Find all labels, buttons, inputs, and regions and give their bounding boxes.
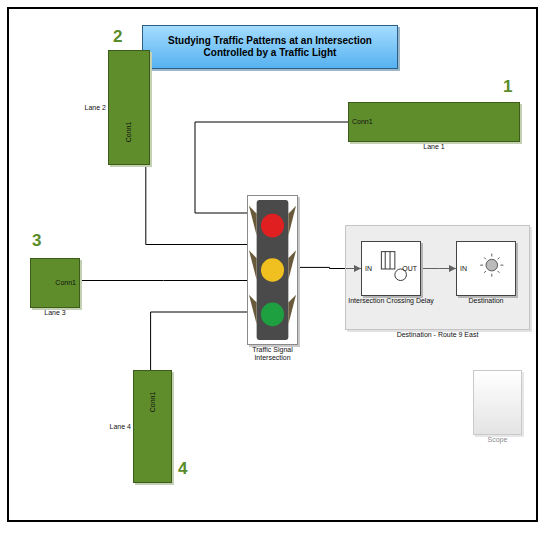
sink-block: INDestination [456, 241, 516, 296]
block-label: Scope [468, 436, 528, 444]
block-label: Traffic Signal Intersection [237, 346, 309, 363]
block-label: Lane 4 [110, 422, 131, 430]
port-label: Conn1 [125, 122, 133, 143]
lane-block: Conn1Lane 1 [348, 102, 520, 142]
callout-number: 1 [503, 78, 512, 95]
lane-block: Conn1Lane 3 [30, 258, 80, 308]
lane-block: Conn1Lane 4 [133, 370, 172, 483]
block-label: Lane 3 [44, 309, 65, 317]
callout-number: 2 [113, 28, 122, 45]
port-label: Conn1 [352, 118, 373, 126]
title-text: Studying Traffic Patterns at an Intersec… [151, 35, 389, 60]
scope-block: Scope [473, 370, 522, 435]
traffic-light: Traffic Signal Intersection [247, 195, 298, 345]
port-label: OUT [402, 264, 417, 272]
title-box: Studying Traffic Patterns at an Intersec… [142, 25, 398, 69]
port-label: Conn1 [55, 279, 76, 287]
block-label: Lane 1 [423, 143, 444, 151]
port-label: IN [460, 264, 467, 272]
connector-line [80, 280, 247, 281]
port-label: Conn1 [148, 392, 156, 413]
traffic-light-icon [248, 196, 297, 344]
subsystem-area: Destination - Route 9 EastINOUTIntersect… [345, 225, 530, 330]
connector-line [151, 312, 247, 370]
callout-number: 4 [178, 460, 187, 477]
block-label: Destination [451, 297, 521, 305]
connector-line [146, 165, 247, 245]
block-label: Intersection Crossing Delay [348, 297, 434, 305]
delay-block: INOUTIntersection Crossing Delay [361, 241, 421, 296]
callout-number: 3 [32, 232, 41, 249]
lane-block: Conn1Lane 2 [108, 50, 150, 165]
frame-border [8, 8, 537, 521]
block-label: Lane 2 [85, 103, 106, 111]
port-label: IN [365, 264, 372, 272]
block-label: Destination - Route 9 East [348, 331, 528, 339]
